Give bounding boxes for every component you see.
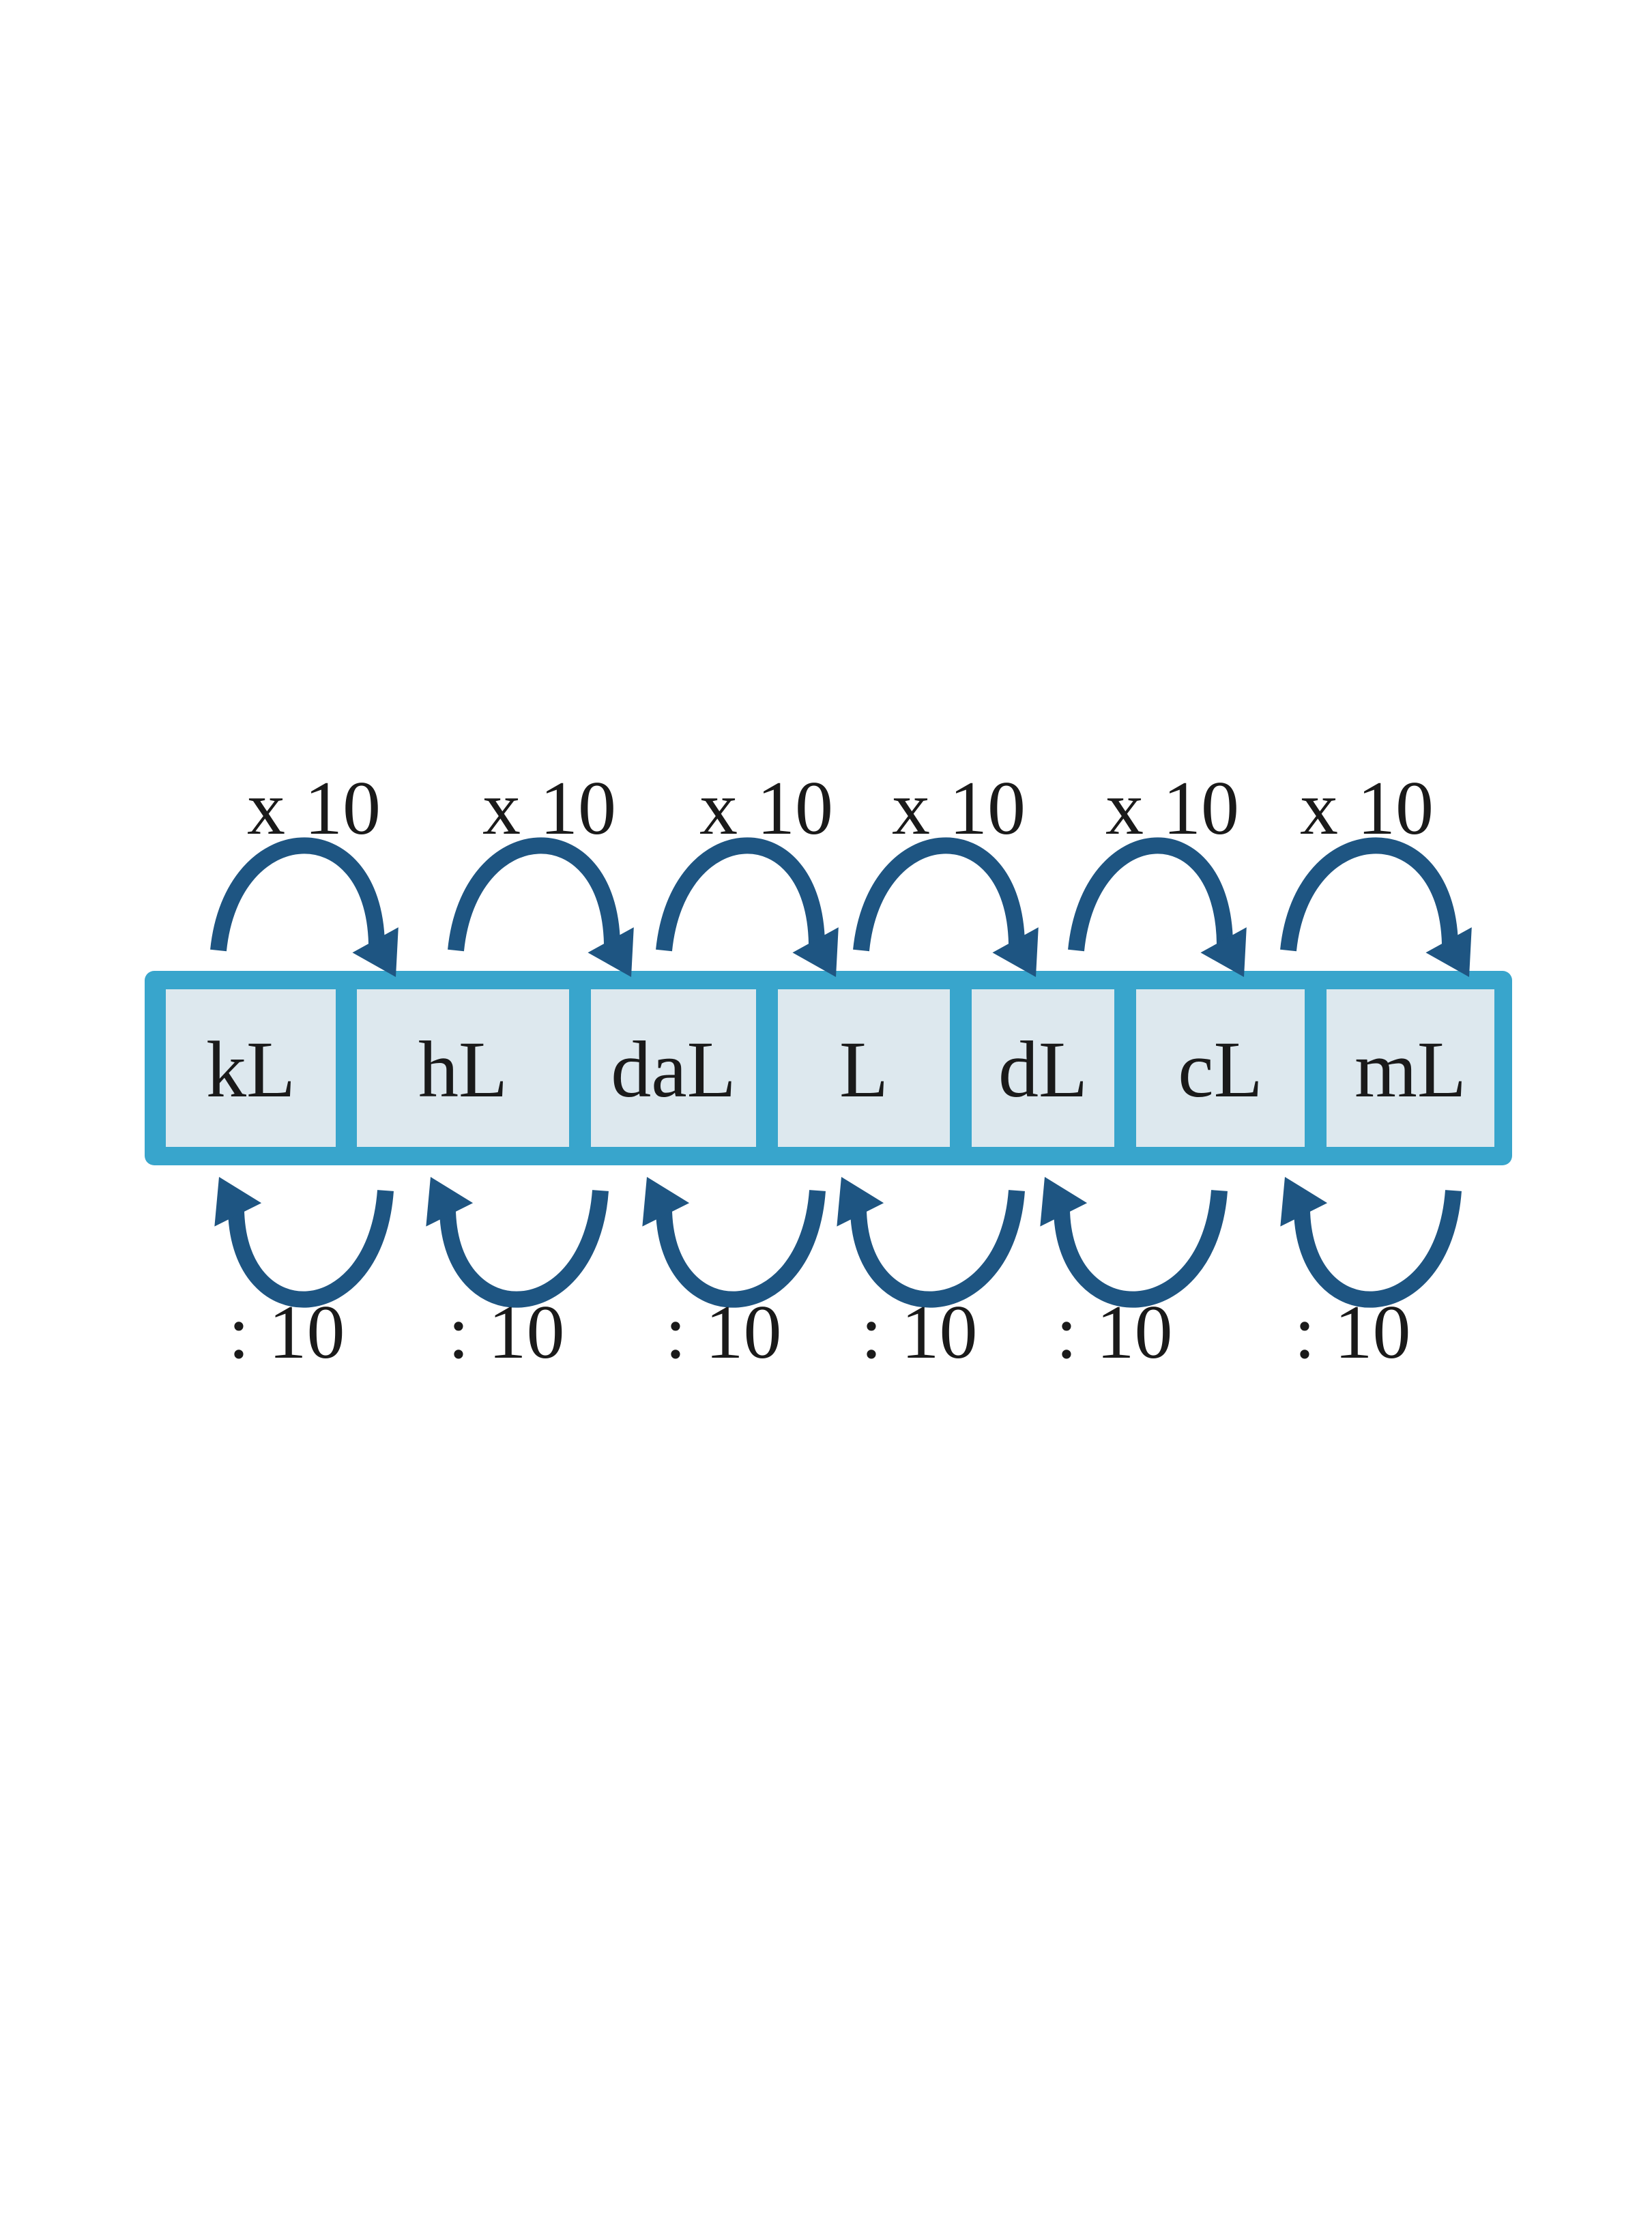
arrowhead-up-icon <box>426 1177 474 1227</box>
unit-label: cL <box>1178 1025 1262 1114</box>
unit-label: hL <box>418 1025 508 1114</box>
unit-cell-mL <box>1327 989 1494 1147</box>
unit-label: kL <box>206 1025 295 1114</box>
unit-label: dL <box>998 1025 1088 1114</box>
multiply-arrow <box>448 837 620 952</box>
unit-label: L <box>839 1025 888 1114</box>
multiply-arrow <box>1068 837 1233 952</box>
multiply-label: x 10 <box>247 766 381 851</box>
arrowhead-up-icon <box>1040 1177 1088 1227</box>
multiply-arrow <box>656 837 825 952</box>
divide-arrow <box>656 1190 826 1308</box>
unit-cell-daL <box>591 989 756 1147</box>
divide-label: : 10 <box>1056 1290 1172 1375</box>
arrowhead-up-icon <box>837 1177 884 1227</box>
multiply-label: x 10 <box>1300 766 1434 851</box>
divide-label: : 10 <box>1294 1290 1410 1375</box>
multiply-label: x 10 <box>699 766 833 851</box>
multiply-label: x 10 <box>1105 766 1239 851</box>
arrowhead-up-icon <box>1280 1177 1328 1227</box>
divide-arrow <box>850 1190 1025 1308</box>
arrowhead-down-icon <box>588 927 634 977</box>
multiply-label: x 10 <box>482 766 616 851</box>
multiply-arrow <box>853 837 1025 952</box>
units-table <box>145 971 1512 1165</box>
arrowhead-down-icon <box>992 927 1039 977</box>
unit-cell-cL <box>1136 989 1305 1147</box>
unit-cell-hL <box>357 989 569 1147</box>
divide-label: : 10 <box>860 1290 977 1375</box>
arrowhead-up-icon <box>642 1177 690 1227</box>
arrowhead-down-icon <box>1200 927 1247 977</box>
conversion-arrows <box>210 837 1472 1308</box>
multiply-arrow <box>210 837 385 952</box>
multiply-label: x 10 <box>892 766 1026 851</box>
divide-arrow <box>228 1190 394 1308</box>
arrowhead-up-icon <box>214 1177 262 1227</box>
unit-cell-dL <box>972 989 1114 1147</box>
divide-arrow <box>1054 1190 1228 1308</box>
multiply-arrow <box>1280 837 1458 952</box>
arrowhead-down-icon <box>792 927 839 977</box>
divide-arrow <box>1294 1190 1462 1308</box>
divide-label: : 10 <box>665 1290 781 1375</box>
divide-label: : 10 <box>448 1290 564 1375</box>
arrowhead-down-icon <box>352 927 398 977</box>
arrowhead-down-icon <box>1425 927 1472 977</box>
unit-cell-L <box>778 989 950 1147</box>
unit-label: daL <box>611 1025 736 1114</box>
divide-arrow <box>439 1190 609 1308</box>
unit-label: mL <box>1354 1025 1466 1114</box>
divide-label: : 10 <box>228 1290 345 1375</box>
unit-cell-kL <box>166 989 336 1147</box>
